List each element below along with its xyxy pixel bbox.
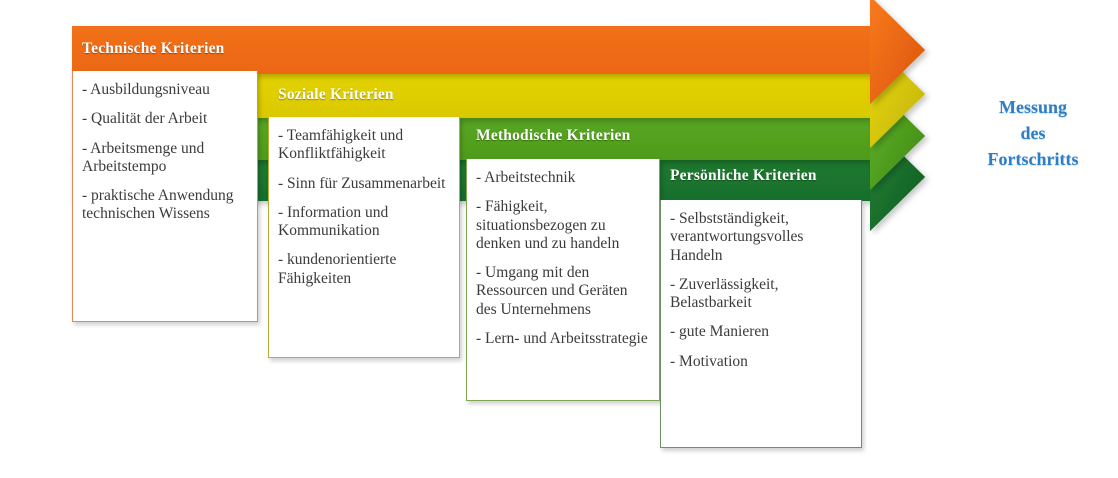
list-item: - Motivation (670, 352, 748, 370)
column-header-technische: Technische Kriterien (72, 26, 258, 71)
progress-measurement-label: Messung des Fortschritts (953, 94, 1113, 172)
progress-label-line-1: Messung (998, 97, 1067, 117)
list-item: - Qualität der Arbeit (82, 110, 208, 128)
list-item: - gute Manieren (670, 323, 769, 341)
list-item: - Arbeitsmenge und Arbeitstempo (82, 139, 205, 175)
list-item: - kundenorientierte Fähigkeiten (278, 251, 397, 287)
list-item: - praktische Anwendung technischen Wisse… (82, 187, 234, 223)
progress-label-line-3: Fortschritts (987, 149, 1079, 170)
column-header-label: Methodische Kriterien (476, 127, 631, 144)
column-header-label: Technische Kriterien (82, 39, 225, 57)
column-body-methodische: - Arbeitstechnik - Fähigkeit, situations… (466, 159, 660, 401)
list-item: - Teamfähigkeit und Konfliktfähigkeit (278, 127, 404, 163)
list-item: - Zuverlässigkeit, Belastbarkeit (670, 275, 779, 312)
column-header-soziale: Soziale Kriterien (268, 72, 460, 117)
progress-label-line-2: des (1020, 123, 1046, 144)
list-item: - Information und Kommunikation (278, 203, 389, 240)
list-item: - Selbstständigkeit, verantwortungsvolle… (670, 210, 804, 264)
list-item: - Fähigkeit, situationsbezogen zu denken… (476, 198, 620, 252)
column-header-label: Persönliche Kriterien (670, 167, 817, 184)
column-body-soziale: - Teamfähigkeit und Konfliktfähigkeit - … (268, 117, 460, 358)
list-item: - Umgang mit den Ressourcen und Geräten … (476, 264, 628, 318)
column-header-persoenliche: Persönliche Kriterien (660, 152, 862, 200)
column-header-label: Soziale Kriterien (278, 85, 394, 103)
column-body-persoenliche: - Selbstständigkeit, verantwortungsvolle… (660, 200, 862, 448)
column-body-technische: - Ausbildungsniveau - Qualität der Arbei… (72, 71, 258, 322)
list-item: - Lern- und Arbeitsstrategie (476, 329, 648, 347)
column-header-methodische: Methodische Kriterien (466, 113, 660, 159)
list-item: - Ausbildungsniveau (82, 81, 210, 98)
list-item: - Sinn für Zusammenarbeit (278, 174, 446, 192)
list-item: - Arbeitstechnik (476, 169, 576, 186)
